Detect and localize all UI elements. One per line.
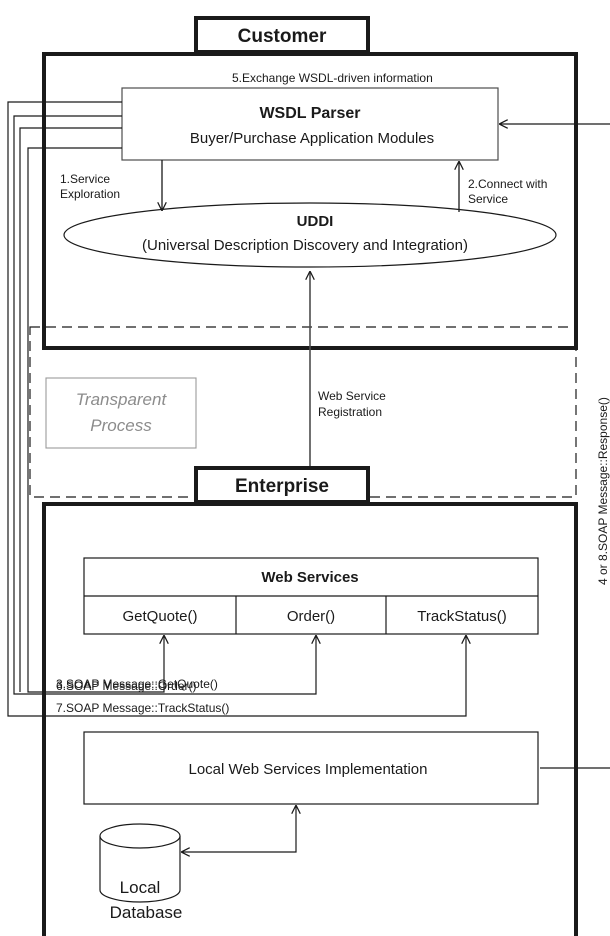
method-order: Order()	[287, 608, 335, 625]
enterprise-title: Enterprise	[235, 476, 329, 497]
transparent-process-frame	[29, 326, 577, 498]
getquote-message-label: 3.SOAP Message::GetQuote()	[56, 677, 218, 691]
connect-service-label-2: Service	[468, 192, 508, 206]
response-label: 4 or 8.SOAP Message::Response()	[596, 397, 610, 585]
uddi-subtitle: (Universal Description Discovery and Int…	[142, 237, 468, 254]
wsdl-parser-box	[121, 87, 499, 161]
service-exploration-label-2: Exploration	[60, 187, 120, 201]
transparent-label-1: Transparent	[76, 390, 168, 409]
registration-label-1: Web Service	[318, 389, 386, 403]
method-trackstatus: TrackStatus()	[417, 608, 506, 625]
local-impl-box	[83, 731, 539, 805]
transparent-process-box	[45, 377, 197, 449]
trackstatus-message-label: 7.SOAP Message::TrackStatus()	[56, 701, 229, 715]
wsdl-parser-subtitle: Buyer/Purchase Application Modules	[190, 130, 434, 147]
customer-title: Customer	[238, 26, 327, 47]
local-impl-label: Local Web Services Implementation	[188, 761, 427, 778]
getquote-message-line	[27, 147, 164, 693]
order-message-line	[19, 127, 122, 692]
uddi-ellipse	[63, 202, 557, 268]
exchange-label: 5.Exchange WSDL-driven information	[232, 71, 433, 85]
connect-service-label-1: 2.Connect with	[468, 177, 547, 191]
method-getquote: GetQuote()	[122, 608, 197, 625]
web-services-title: Web Services	[261, 569, 358, 586]
enterprise-tab	[194, 466, 370, 504]
order-message-label: 6.SOAP Message::Order()	[56, 679, 197, 693]
wsdl-parser-title: WSDL Parser	[259, 105, 360, 122]
db-impl-connector	[182, 806, 296, 852]
database-icon	[99, 823, 181, 903]
service-exploration-label-1: 1.Service	[60, 172, 110, 186]
customer-tab	[194, 16, 370, 54]
order-message-route	[13, 115, 316, 695]
database-label-1: Local	[120, 878, 161, 897]
transparent-label-2: Process	[90, 416, 152, 435]
registration-label-2: Registration	[318, 405, 382, 419]
database-label-2: Database	[110, 903, 183, 922]
uddi-title: UDDI	[297, 213, 334, 230]
trackstatus-message-route	[7, 101, 466, 717]
